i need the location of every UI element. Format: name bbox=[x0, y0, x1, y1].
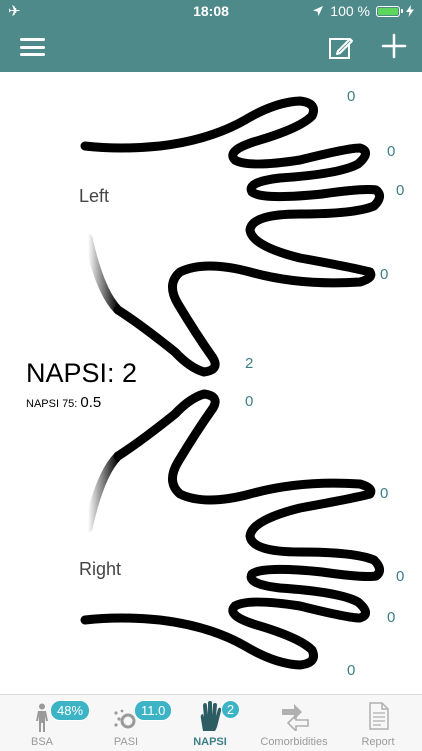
status-bar: ✈ 18:08 100 % bbox=[0, 0, 422, 22]
tab-napsi[interactable]: 2 NAPSI bbox=[168, 695, 252, 751]
napsi-score: NAPSI: 2 bbox=[26, 358, 138, 388]
tab-label: Report bbox=[361, 736, 395, 748]
right-finger-score[interactable]: 0 bbox=[245, 393, 254, 410]
left-finger-score[interactable]: 2 bbox=[245, 355, 254, 372]
tab-pasi[interactable]: 11.0 PASI bbox=[84, 695, 173, 751]
pasi-badge: 11.0 bbox=[134, 700, 173, 721]
battery-percent: 100 % bbox=[330, 3, 370, 19]
tab-label: PASI bbox=[113, 736, 139, 748]
arrows-icon bbox=[282, 704, 309, 731]
left-hand-label: Left bbox=[79, 186, 110, 206]
airplane-mode-icon: ✈ bbox=[8, 3, 21, 20]
left-finger-score[interactable]: 0 bbox=[396, 182, 405, 199]
right-finger-score[interactable]: 0 bbox=[347, 662, 356, 679]
bsa-badge: 48% bbox=[50, 700, 91, 721]
status-time: 18:08 bbox=[193, 3, 229, 19]
menu-icon[interactable] bbox=[20, 38, 45, 56]
right-finger-score[interactable]: 0 bbox=[396, 568, 405, 585]
right-hand[interactable] bbox=[50, 389, 384, 670]
napsi-badge: 2 bbox=[221, 700, 240, 719]
right-finger-score[interactable]: 0 bbox=[387, 609, 396, 626]
right-hand-label: Right bbox=[79, 559, 122, 579]
edit-icon[interactable] bbox=[327, 34, 355, 62]
tab-label: Comorbidities bbox=[260, 736, 328, 748]
report-icon bbox=[369, 702, 389, 730]
tab-label: NAPSI bbox=[193, 736, 227, 748]
hand-icon bbox=[200, 701, 222, 731]
tab-label: BSA bbox=[30, 736, 53, 748]
right-finger-score[interactable]: 0 bbox=[380, 485, 389, 502]
tab-bsa[interactable]: 48% BSA bbox=[0, 695, 91, 751]
napsi75-value: 0.5 bbox=[80, 394, 102, 411]
tab-bar: 48% BSA 11.0 PASI 2 NAPSI Comorbidities bbox=[0, 694, 422, 751]
nav-bar bbox=[0, 22, 422, 72]
add-icon[interactable] bbox=[380, 32, 408, 60]
status-right: 100 % bbox=[312, 3, 414, 19]
tab-comorbidities[interactable]: Comorbidities bbox=[252, 695, 336, 751]
battery-icon bbox=[376, 5, 403, 17]
left-finger-score[interactable]: 0 bbox=[347, 88, 356, 105]
charging-icon bbox=[406, 5, 414, 17]
left-finger-score[interactable]: 0 bbox=[380, 266, 389, 283]
left-finger-score[interactable]: 0 bbox=[387, 143, 396, 160]
napsi75-label: NAPSI 75: bbox=[26, 398, 78, 410]
napsi-view: 0 0 0 0 2 0 0 0 0 0 Left Right NAPSI: 2 … bbox=[0, 72, 422, 694]
napsi75-line: NAPSI 75: 0.5 bbox=[26, 394, 101, 411]
body-icon bbox=[36, 703, 48, 732]
left-hand[interactable] bbox=[50, 96, 384, 377]
location-icon bbox=[313, 6, 324, 16]
hands-drawing bbox=[50, 96, 384, 670]
tab-report[interactable]: Report bbox=[336, 695, 420, 751]
pasi-icon bbox=[114, 709, 136, 729]
